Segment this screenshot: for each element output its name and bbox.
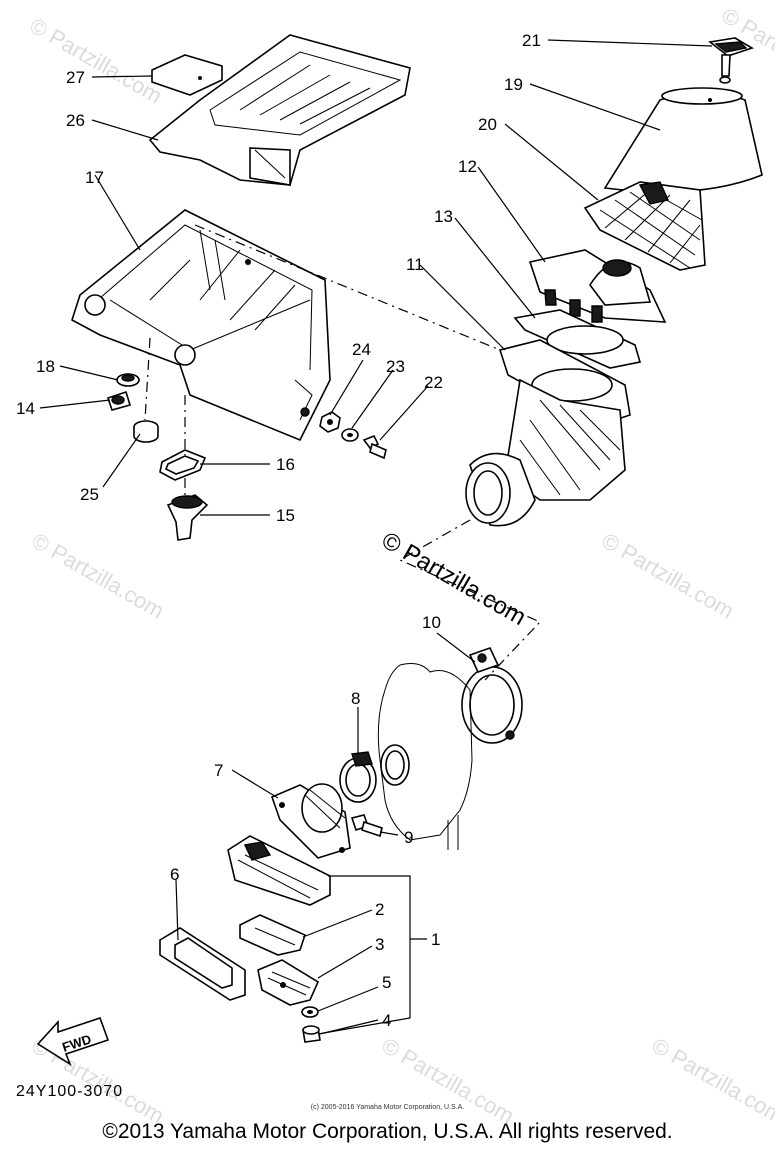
callout-14: 14 (16, 399, 35, 418)
part-9-bolt (350, 814, 383, 838)
reed-valve-assembly (227, 835, 331, 906)
callout-2: 2 (375, 900, 384, 919)
callout-21: 21 (522, 31, 541, 50)
callout-16: 16 (276, 455, 295, 474)
watermark-center: © Partzilla.com (377, 527, 531, 631)
callout-6: 6 (170, 865, 179, 884)
callout-24: 24 (352, 340, 371, 359)
part-20-filter-element (583, 181, 706, 271)
callout-10: 10 (422, 613, 441, 632)
callout-15: 15 (276, 506, 295, 525)
part-10-hose-clamp (461, 647, 523, 744)
callout-8: 8 (351, 689, 360, 708)
reference-outline (377, 663, 473, 850)
watermark: © Partzilla.com (648, 1033, 775, 1129)
diagram-code: 24Y100-3070 (16, 1083, 124, 1100)
copyright-notice: ©2013 Yamaha Motor Corporation, U.S.A. A… (102, 1120, 673, 1143)
part-5-washer (301, 1006, 319, 1018)
part-4-screw (302, 1025, 321, 1043)
centerlines (144, 224, 542, 681)
part-27-cover (151, 54, 223, 96)
part-12-filter-base (528, 249, 667, 323)
part-15-drain (166, 494, 209, 541)
callout-13: 13 (434, 207, 453, 226)
watermark: © Partzilla.com (28, 528, 169, 624)
callout-19: 19 (504, 75, 523, 94)
callout-12: 12 (458, 157, 477, 176)
small-copyright: (c) 2005-2016 Yamaha Motor Corporation, … (310, 1104, 465, 1111)
watermark: © Partzilla.com (598, 528, 739, 624)
part-6-gasket (159, 927, 246, 1001)
callout-4: 4 (382, 1011, 391, 1030)
callout-23: 23 (386, 357, 405, 376)
callout-1: 1 (431, 930, 440, 949)
watermark: © Partzilla.com (378, 1033, 519, 1129)
callout-9: 9 (404, 828, 413, 847)
callout-20: 20 (478, 115, 497, 134)
callout-18: 18 (36, 357, 55, 376)
callout-27: 27 (66, 68, 85, 87)
leader-lines (39, 39, 713, 1035)
callout-22: 22 (424, 373, 443, 392)
callout-17: 17 (85, 168, 104, 187)
part-17-airbox (71, 209, 331, 442)
part-23-washer (341, 428, 359, 442)
o-ring (380, 744, 410, 786)
part-14-grommet (106, 390, 132, 411)
part-13-gasket (513, 309, 642, 369)
part-22-bolt (362, 434, 387, 460)
part-21-wing-bolt (708, 37, 754, 84)
callout-11: 11 (406, 255, 424, 274)
callout-7: 7 (214, 761, 223, 780)
part-3-stopper (257, 959, 320, 1006)
callout-3: 3 (375, 935, 384, 954)
callout-26: 26 (66, 111, 85, 130)
part-26-duct-plate (148, 34, 411, 186)
part-19-filter-cover (603, 87, 763, 193)
part-2-reed (239, 914, 306, 956)
part-8-clamp (339, 751, 377, 803)
part-18-grommet (116, 373, 140, 387)
watermark: © Partzilla.com (26, 13, 167, 109)
callouts: 21 19 20 12 13 11 27 26 17 18 14 25 16 1… (16, 31, 541, 1030)
callout-5: 5 (382, 973, 391, 992)
part-7-joint (270, 783, 351, 859)
part-11-intake-duct (465, 339, 631, 527)
part-16-gasket (159, 449, 207, 481)
part-25-cap (133, 420, 159, 443)
callout-25: 25 (80, 485, 99, 504)
